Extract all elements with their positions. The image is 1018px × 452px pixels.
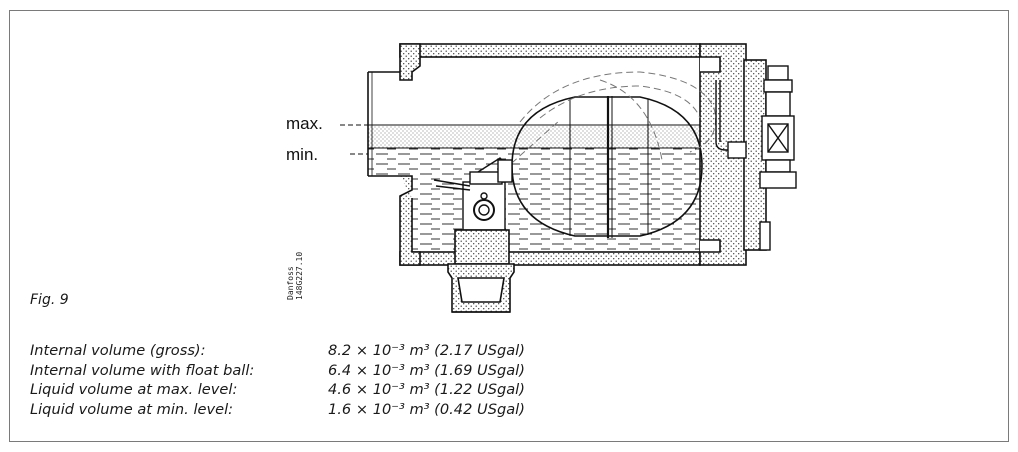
inlet-pipe [367,71,400,177]
spec-value: 4.6 × 10⁻³ m³ (1.22 USgal) [328,381,525,399]
figure-caption: Fig. 9 [30,292,69,308]
drawing-code-line1: Danfoss [286,266,295,300]
valve-mechanism [433,157,513,231]
spec-label: Internal volume (gross): [30,342,206,359]
min-level-label: min. [286,145,319,164]
sight-glass-assembly [715,65,797,251]
spec-label: Liquid volume at min. level: [30,400,234,418]
level-lines [340,124,700,155]
outlet-fitting [447,229,515,313]
float-ball [511,96,703,238]
spec-value: 6.4 × 10⁻³ m³ (1.69 USgal) [328,361,525,379]
drawing-code: Danfoss 148G227.10 [286,252,304,300]
liquid-region [368,124,744,252]
drawing-code-line2: 148G227.10 [295,251,304,300]
spec-label: Liquid volume at max. level: [30,381,238,399]
figure-frame [9,10,1009,442]
spec-value: 1.6 × 10⁻³ m³ (0.42 USgal) [328,400,525,418]
spec-label: Internal volume with float ball: [30,361,255,379]
max-level-label: max. [286,114,323,133]
spec-value: 8.2 × 10⁻³ m³ (2.17 USgal) [328,342,525,359]
